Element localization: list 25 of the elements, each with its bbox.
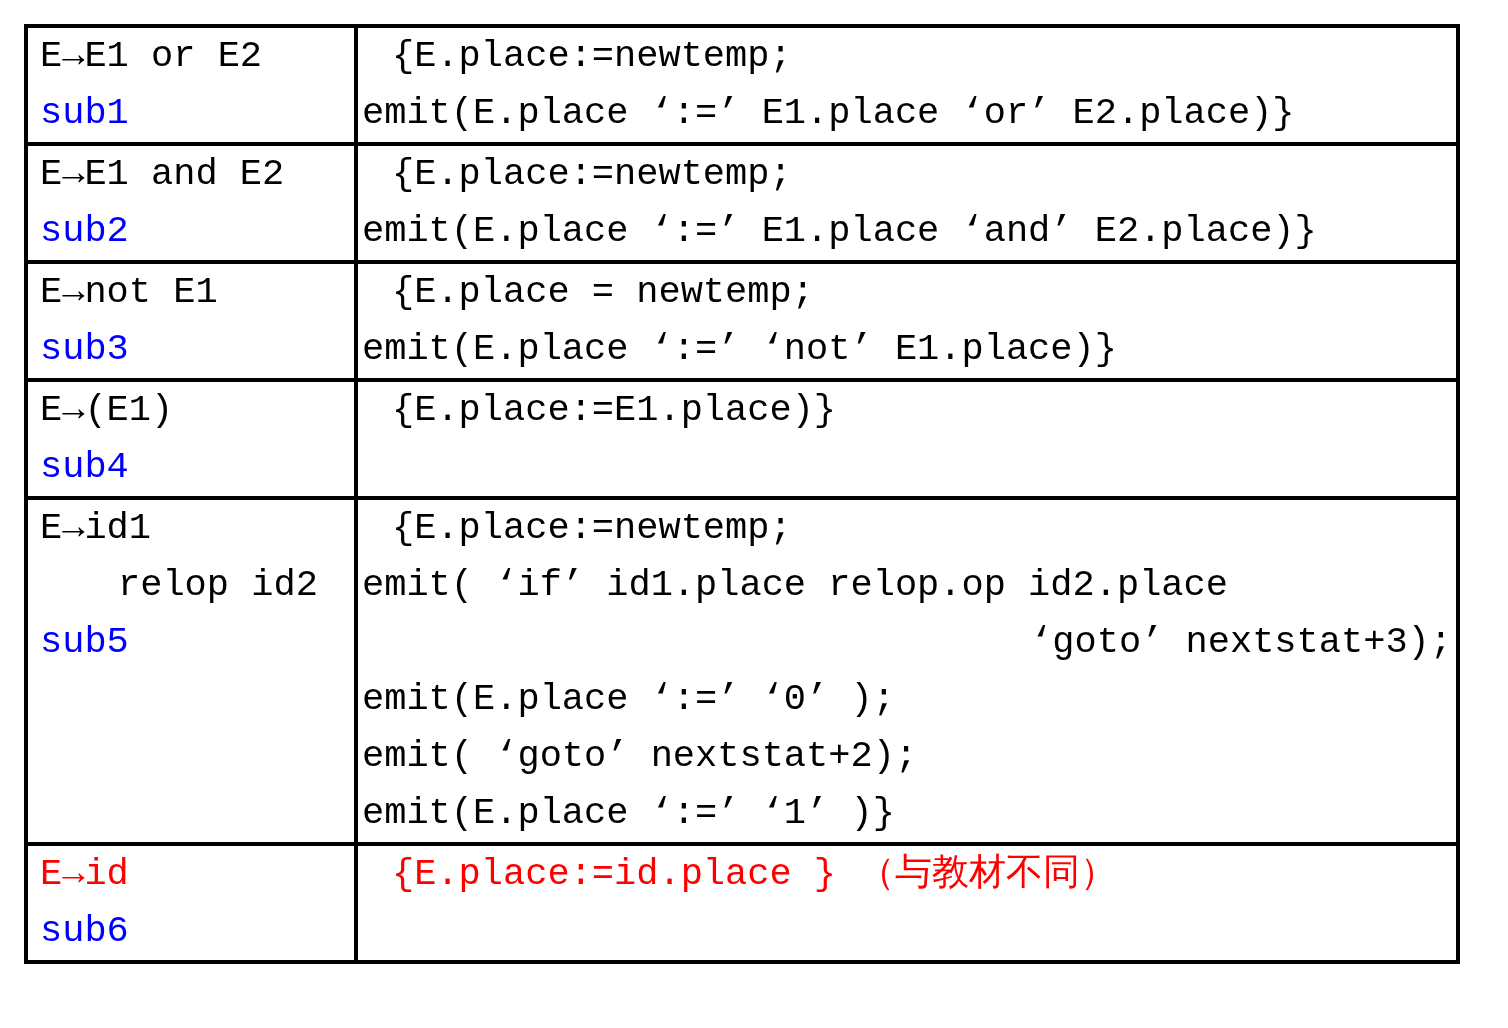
semantic-action: emit(E.place ‘:=’ ‘0’ ); [362,677,896,722]
semantic-action: emit(E.place ‘:=’ ‘1’ )} [362,791,896,836]
subroutine-name: sub1 [40,91,130,136]
semantic-action: emit( ‘if’ id1.place relop.op id2.place ‘goto’ nextstat+3); [362,563,1452,665]
grammar-rule: E→id1 relop id2 [40,506,319,608]
semantic-action: {E.place = newtemp; [391,270,815,315]
subroutine-name: sub5 [40,620,130,665]
semantic-action: {E.place:=newtemp; [391,506,793,551]
semantic-action: {E.place:=id.place } （与教材不同） [391,852,1119,897]
grammar-rule: E→E1 and E2 [40,152,286,197]
semantic-action: emit(E.place ‘:=’ E1.place ‘or’ E2.place)} [362,91,1296,136]
grammar-rule: E→E1 or E2 [40,34,264,79]
subroutine-name: sub4 [40,445,130,490]
grammar-rule: E→id [40,852,130,897]
semantic-action: emit( ‘goto’ nextstat+2); [362,734,919,779]
semantic-action: {E.place:=newtemp; [391,152,793,197]
subroutine-name: sub3 [40,327,130,372]
semantic-action: {E.place:=newtemp; [391,34,793,79]
grammar-rule: E→not E1 [40,270,219,315]
subroutine-name: sub6 [40,909,130,954]
semantic-action: {E.place:=E1.place)} [391,388,838,433]
semantic-action: emit(E.place ‘:=’ ‘not’ E1.place)} [362,327,1118,372]
grammar-rule: E→(E1) [40,388,175,433]
semantic-action: emit(E.place ‘:=’ E1.place ‘and’ E2.place)} [362,209,1318,254]
subroutine-name: sub2 [40,209,130,254]
